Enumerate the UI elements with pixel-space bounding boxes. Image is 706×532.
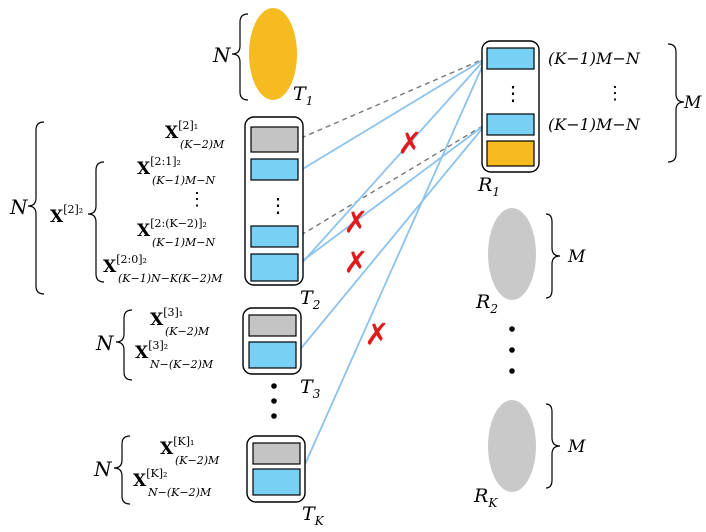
- t2-outer-brace: [27, 121, 45, 295]
- t1-n-label: N: [212, 43, 232, 67]
- r2-label: R2: [475, 291, 498, 316]
- cross-icon: ✗: [364, 318, 389, 353]
- transmitter-t2: ⋮ T2 X[2]₁ (K−2)M X[2:1]₂ (K−1)M−N ⋮ X[2…: [9, 116, 320, 312]
- t3-row2-label: X[3]₂: [135, 339, 168, 363]
- t3-blue-block: [248, 341, 297, 369]
- t2-n-label: N: [9, 195, 29, 219]
- link-t2-bottom-to-r1-bottom: [300, 123, 487, 263]
- t1-label: T1: [293, 83, 313, 108]
- t3-row2-sub: N−(K−2)M: [149, 358, 214, 371]
- t3-label: T3: [300, 376, 321, 401]
- transmitter-t1: N T1: [212, 8, 313, 108]
- cross-icon: ✗: [343, 246, 368, 281]
- t2-row1-label: X[2]₁: [165, 119, 198, 143]
- tk-gray-block: [252, 442, 301, 465]
- t2-row2-sub: (K−1)M−N: [152, 174, 215, 187]
- transmitter-t3: T3 X[3]₁ (K−2)M X[3]₂ N−(K−2)M N: [95, 306, 321, 401]
- blocked-crosses: ✗ ✗ ✗ ✗: [343, 127, 422, 353]
- r1-blue-block-top: [486, 47, 535, 70]
- r2-ellipse: [488, 208, 536, 300]
- r2-brace: [545, 213, 561, 299]
- tk-label: TK: [302, 503, 325, 528]
- tk-row1-label: X[K]₁: [160, 435, 194, 459]
- tk-row2-label: X[K]₂: [133, 467, 167, 491]
- t1-brace: [231, 13, 249, 101]
- dashed-link-t2-gray-to-r1-top: [300, 57, 487, 139]
- r2-m-label: M: [567, 247, 586, 267]
- t3-n-label: N: [95, 331, 115, 355]
- rk-m-label: M: [567, 437, 586, 457]
- t2-gray-block: [250, 126, 299, 153]
- link-t3-to-r1-bottom: [297, 123, 487, 353]
- t3-row1-label: X[3]₁: [150, 306, 183, 330]
- rk-ellipse: [488, 400, 536, 492]
- t3-row1-sub: (K−2)M: [165, 325, 210, 338]
- transmitter-tk: TK X[K]₁ (K−2)M X[K]₂ N−(K−2)M N: [93, 435, 325, 528]
- tk-row1-sub: (K−2)M: [175, 454, 220, 467]
- t2-row2-label: X[2:1]₂: [137, 155, 181, 179]
- dashed-link-t2-mid-to-r1-bottom: [300, 123, 487, 236]
- t2-vdots: ⋮: [268, 193, 288, 217]
- link-t2-bottom-to-r1-top: [300, 57, 487, 265]
- r1-gold-block: [486, 140, 535, 167]
- tk-row2-sub: N−(K−2)M: [147, 486, 212, 499]
- t2-blue-block-1: [250, 158, 299, 181]
- t1-ellipse: [249, 8, 297, 100]
- t2-row3-label: X[2:(K−2)]₂: [137, 217, 207, 241]
- link-t2-blue1-to-r1-top: [300, 57, 487, 171]
- r1-m-label: M: [683, 93, 702, 113]
- receiver-r1: ⋮ R1 (K−1)M−N ⋮ (K−1)M−N M: [477, 40, 702, 199]
- receiver-ellipsis: [509, 326, 515, 374]
- r1-bottom-size: (K−1)M−N: [548, 115, 641, 134]
- t2-row3-sub: (K−1)M−N: [152, 236, 215, 249]
- cross-icon: ✗: [397, 127, 422, 162]
- cross-icon: ✗: [343, 206, 368, 241]
- r1-container: [481, 40, 540, 173]
- t3-brace: [115, 309, 133, 381]
- rk-label: RK: [473, 485, 498, 510]
- tk-n-label: N: [93, 457, 113, 481]
- r1-blue-block-bottom: [486, 113, 535, 136]
- receiver-r2: R2 M: [475, 208, 586, 316]
- t2-vdots-left: ⋮: [188, 189, 206, 210]
- tk-brace: [113, 435, 131, 505]
- connections: [297, 57, 487, 481]
- x2-brace: [87, 161, 105, 283]
- t2-row4-label: X[2:0]₂: [103, 253, 147, 277]
- t2-row4-sub: (K−1)N−K(K−2)M: [118, 272, 223, 285]
- tk-blue-block: [252, 468, 301, 496]
- r1-vdots: ⋮: [503, 81, 523, 105]
- t2-label: T2: [300, 287, 320, 312]
- transmitter-ellipsis: [271, 383, 277, 419]
- r1-brace: [667, 43, 685, 163]
- r1-top-size: (K−1)M−N: [548, 49, 641, 68]
- t2-blue-block-3: [250, 253, 299, 282]
- link-tk-to-r1-top: [297, 57, 487, 481]
- rk-brace: [545, 403, 561, 489]
- r1-label: R1: [477, 174, 500, 199]
- r1-right-vdots: ⋮: [606, 83, 624, 104]
- t3-gray-block: [248, 314, 297, 337]
- t2-row1-sub: (K−2)M: [180, 138, 225, 151]
- t2-blue-block-2: [250, 225, 299, 248]
- x2-label: X[2]₂: [50, 203, 83, 227]
- receiver-rk: RK M: [473, 400, 586, 510]
